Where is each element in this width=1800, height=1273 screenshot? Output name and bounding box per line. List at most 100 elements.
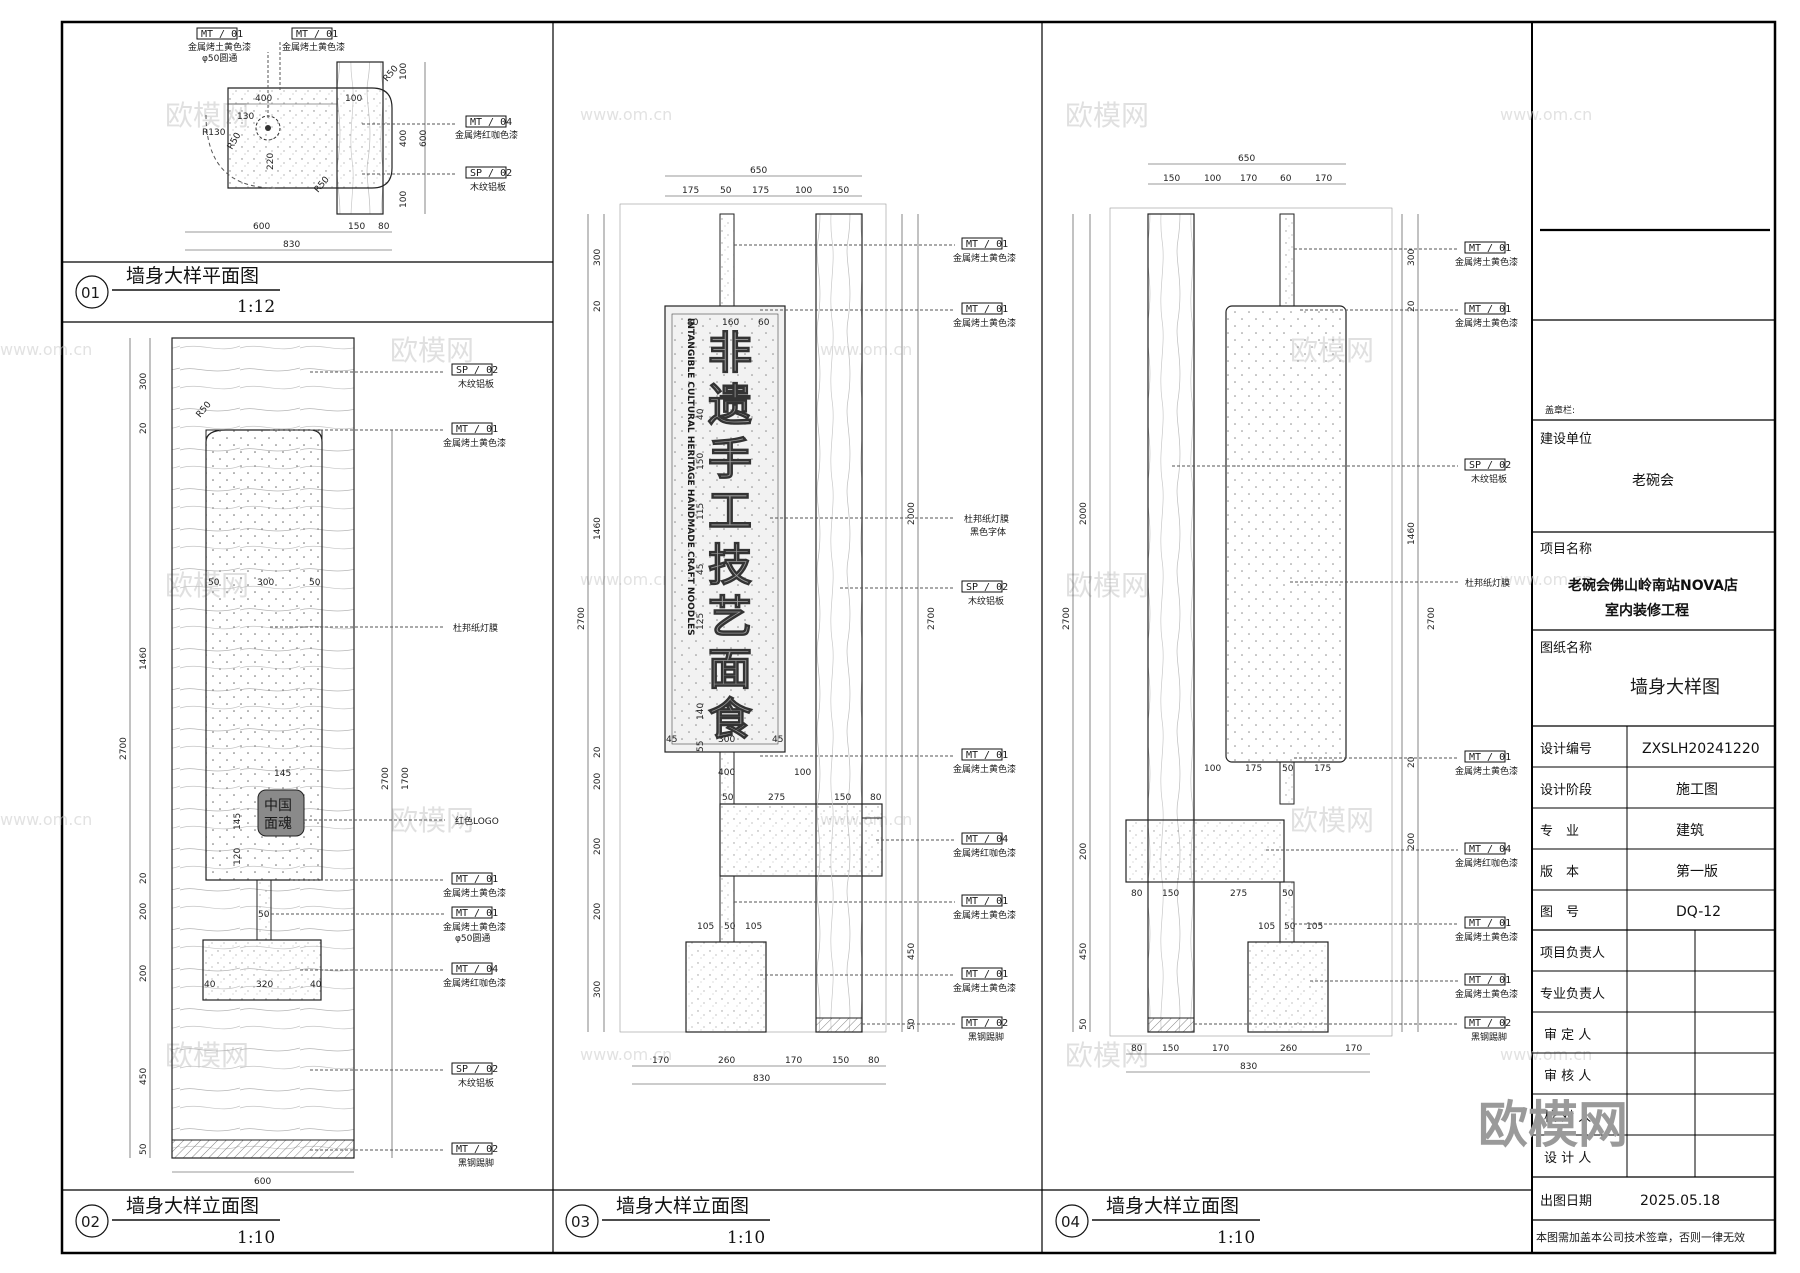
svg-text:100: 100 — [795, 186, 812, 196]
svg-text:300: 300 — [593, 249, 603, 266]
svg-text:欧模网: 欧模网 — [1478, 1096, 1628, 1154]
svg-text:www.om.cn: www.om.cn — [0, 340, 92, 359]
svg-text:60: 60 — [1280, 174, 1292, 184]
svg-text:MT / 02: MT / 02 — [1469, 1018, 1511, 1029]
svg-text:木纹铝板: 木纹铝板 — [470, 181, 506, 193]
svg-text:审 定 人: 审 定 人 — [1544, 1028, 1591, 1043]
svg-text:45: 45 — [696, 564, 706, 575]
svg-text:MT / 04: MT / 04 — [470, 117, 512, 128]
svg-text:100: 100 — [1204, 174, 1221, 184]
svg-text:MT / 01: MT / 01 — [966, 304, 1008, 315]
svg-text:80: 80 — [870, 793, 882, 803]
svg-text:145: 145 — [233, 813, 243, 830]
svg-text:建筑: 建筑 — [1676, 823, 1704, 839]
svg-text:MT / 01: MT / 01 — [1469, 243, 1511, 254]
svg-text:www.om.cn: www.om.cn — [0, 810, 92, 829]
svg-text:50: 50 — [720, 186, 732, 196]
svg-text:图 号: 图 号 — [1540, 905, 1579, 920]
svg-text:100: 100 — [345, 94, 362, 104]
svg-text:专 业: 专 业 — [1540, 824, 1579, 839]
svg-text:400: 400 — [399, 130, 409, 147]
svg-text:SP / 02: SP / 02 — [456, 365, 498, 376]
svg-text:170: 170 — [1345, 1044, 1362, 1054]
svg-text:黑钢踢脚: 黑钢踢脚 — [968, 1031, 1004, 1043]
svg-text:SP / 02: SP / 02 — [456, 1064, 498, 1075]
svg-text:80: 80 — [868, 1056, 880, 1066]
svg-text:80: 80 — [378, 222, 390, 232]
svg-text:650: 650 — [1238, 154, 1255, 164]
svg-text:20: 20 — [593, 300, 603, 312]
svg-text:室内装修工程: 室内装修工程 — [1605, 602, 1689, 619]
svg-text:150: 150 — [1162, 1044, 1179, 1054]
svg-text:45: 45 — [772, 735, 783, 745]
svg-text:1460: 1460 — [1407, 522, 1417, 545]
svg-text:校 对 人: 校 对 人 — [1544, 1109, 1591, 1125]
view-01-plan: 400 100 130 R130 R50 220 R50 R50 600 150… — [75, 27, 518, 317]
svg-text:黑色字体: 黑色字体 — [970, 526, 1006, 538]
svg-text:80: 80 — [1131, 1044, 1143, 1054]
svg-text:1:10: 1:10 — [1217, 1228, 1255, 1248]
svg-text:300: 300 — [1407, 249, 1417, 266]
svg-text:40: 40 — [696, 408, 706, 420]
svg-text:技: 技 — [708, 540, 752, 591]
svg-text:出图日期: 出图日期 — [1540, 1194, 1592, 1209]
svg-text:2700: 2700 — [577, 607, 587, 630]
svg-text:50: 50 — [1282, 889, 1294, 899]
svg-text:1:12: 1:12 — [237, 297, 275, 317]
svg-text:300: 300 — [593, 981, 603, 998]
view-04-elevation: 650 150 100 170 60 170 2000 2700 200 450… — [1055, 154, 1518, 1248]
svg-text:项目名称: 项目名称 — [1540, 541, 1592, 557]
svg-text:120: 120 — [233, 848, 243, 865]
svg-text:MT / 01: MT / 01 — [456, 874, 498, 885]
svg-text:SP / 02: SP / 02 — [470, 168, 512, 179]
svg-text:2700: 2700 — [927, 607, 937, 630]
svg-text:食: 食 — [708, 694, 753, 745]
svg-text:金属烤土黄色漆: 金属烤土黄色漆 — [953, 252, 1016, 264]
svg-text:175: 175 — [1314, 764, 1331, 774]
svg-text:金属烤红咖色漆: 金属烤红咖色漆 — [443, 977, 506, 989]
svg-text:中国: 中国 — [264, 798, 292, 814]
svg-text:木纹铝板: 木纹铝板 — [1471, 473, 1507, 485]
svg-text:面魂: 面魂 — [264, 816, 292, 832]
svg-text:20: 20 — [139, 872, 149, 884]
svg-text:50: 50 — [139, 1143, 149, 1155]
svg-text:150: 150 — [1162, 889, 1179, 899]
svg-text:830: 830 — [753, 1074, 770, 1084]
svg-text:MT / 01: MT / 01 — [456, 908, 498, 919]
svg-text:MT / 01: MT / 01 — [296, 29, 338, 40]
svg-text:手: 手 — [708, 434, 752, 485]
svg-text:170: 170 — [1240, 174, 1257, 184]
svg-text:150: 150 — [834, 793, 851, 803]
svg-text:830: 830 — [283, 240, 300, 250]
svg-text:150: 150 — [1163, 174, 1180, 184]
svg-text:金属烤土黄色漆: 金属烤土黄色漆 — [443, 887, 506, 899]
svg-text:SP / 02: SP / 02 — [966, 582, 1008, 593]
svg-text:金属烤土黄色漆: 金属烤土黄色漆 — [1455, 988, 1518, 1000]
svg-text:50: 50 — [309, 578, 321, 588]
svg-text:170: 170 — [1315, 174, 1332, 184]
svg-text:300: 300 — [718, 735, 735, 745]
svg-text:170: 170 — [1212, 1044, 1229, 1054]
svg-text:MT / 01: MT / 01 — [1469, 304, 1511, 315]
sign-characters: 非 遗 手 工 技 艺 面 食 — [708, 328, 754, 746]
svg-text:红色LOGO: 红色LOGO — [455, 815, 499, 827]
svg-text:830: 830 — [1240, 1062, 1257, 1072]
svg-text:50: 50 — [258, 910, 270, 920]
svg-text:杜邦纸灯膜: 杜邦纸灯膜 — [453, 622, 498, 634]
svg-text:设计编号: 设计编号 — [1540, 742, 1592, 757]
svg-text:400: 400 — [718, 768, 735, 778]
svg-text:130: 130 — [237, 112, 254, 122]
svg-text:275: 275 — [1230, 889, 1247, 899]
svg-text:160: 160 — [722, 318, 739, 328]
svg-text:INTANGIBLE CULTURAL HERITAGE H: INTANGIBLE CULTURAL HERITAGE HANDMADE CR… — [685, 318, 695, 636]
svg-text:100: 100 — [399, 63, 409, 80]
svg-text:老碗会佛山岭南站NOVA店: 老碗会佛山岭南站NOVA店 — [1568, 577, 1738, 594]
svg-text:45: 45 — [666, 735, 677, 745]
svg-text:欧模网: 欧模网 — [1065, 569, 1149, 602]
svg-text:20: 20 — [593, 746, 603, 758]
svg-text:600: 600 — [254, 1177, 271, 1187]
svg-text:1460: 1460 — [139, 647, 149, 670]
svg-text:木纹铝板: 木纹铝板 — [458, 1077, 494, 1089]
svg-text:SP / 02: SP / 02 — [1469, 460, 1511, 471]
